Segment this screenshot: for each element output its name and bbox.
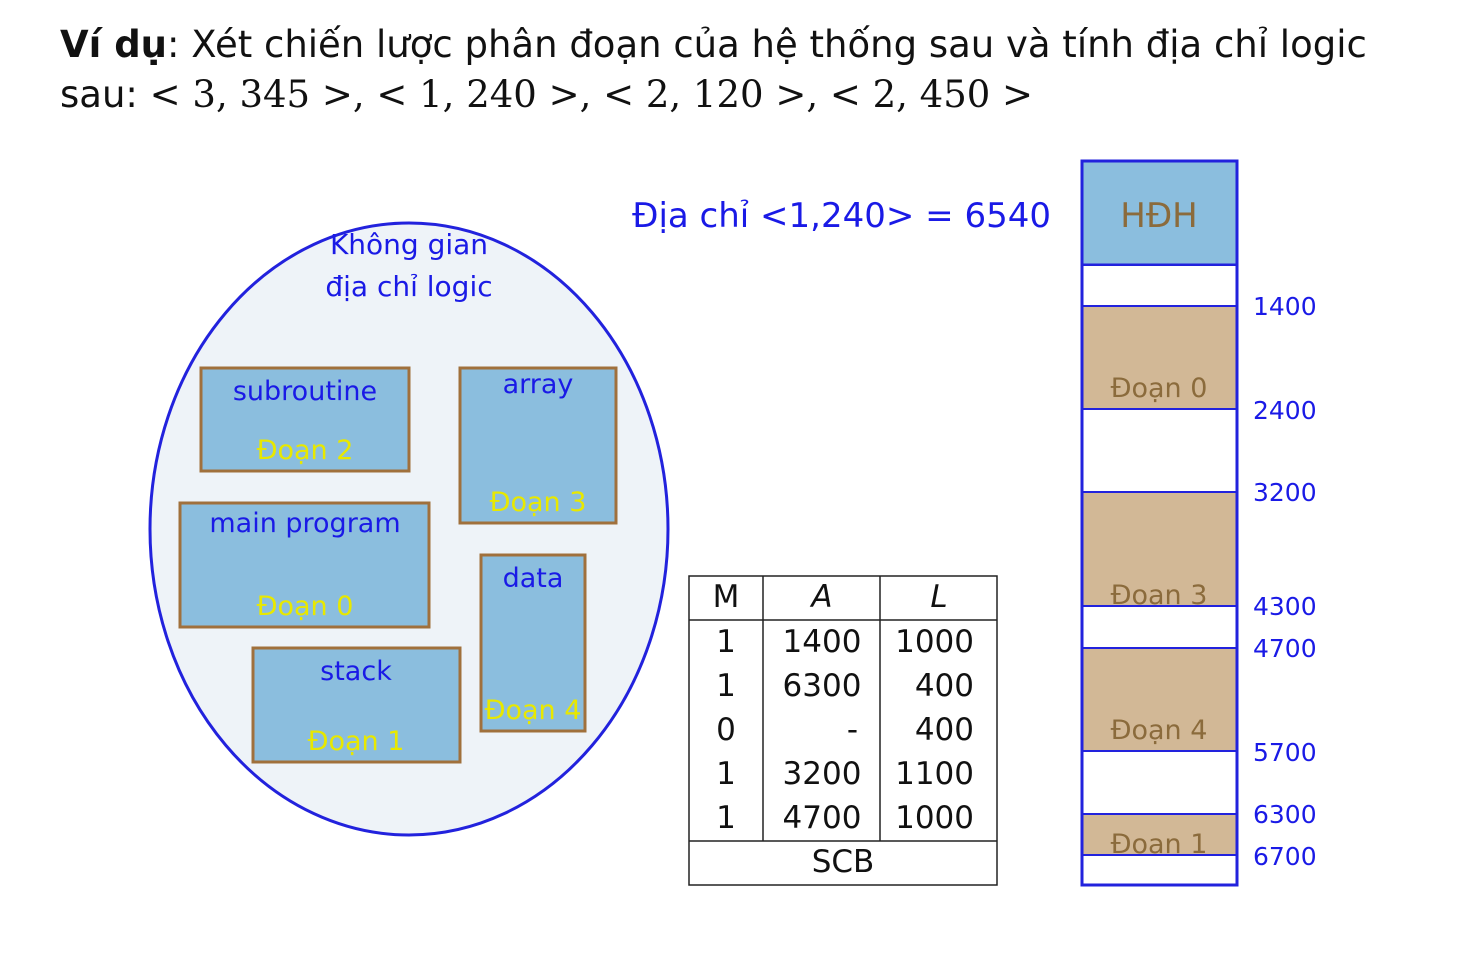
cell-m: 0 bbox=[716, 712, 736, 748]
memory-os-label: HĐH bbox=[1120, 196, 1197, 236]
segment-name: data bbox=[503, 563, 564, 594]
logical-space-title-2: địa chỉ logic bbox=[325, 270, 492, 303]
segment-label: Đoạn 3 bbox=[490, 487, 587, 518]
scb-caption: SCB bbox=[812, 844, 875, 880]
cell-l: 1100 bbox=[895, 756, 974, 792]
table-row: 1 1400 1000 bbox=[716, 624, 974, 660]
cell-l: 1000 bbox=[895, 800, 974, 836]
memory-segment-label: Đoạn 4 bbox=[1111, 715, 1208, 746]
memory-outline bbox=[1080, 159, 1239, 887]
cell-l: 400 bbox=[915, 668, 974, 704]
table-row: 1 6300 400 bbox=[716, 668, 974, 704]
memory-segment-label: Đoạn 0 bbox=[1111, 373, 1208, 404]
memory-address: 1400 bbox=[1253, 292, 1317, 321]
cell-a: - bbox=[847, 712, 858, 748]
cell-m: 1 bbox=[716, 800, 736, 836]
segment-label: Đoạn 0 bbox=[257, 591, 354, 622]
address-result: Địa chỉ <1,240> = 6540 bbox=[632, 196, 1051, 236]
memory-address: 3200 bbox=[1253, 478, 1317, 507]
segment-name: array bbox=[503, 369, 574, 400]
memory-address: 2400 bbox=[1253, 396, 1317, 425]
segment-name: main program bbox=[209, 508, 400, 539]
segment-array: array Đoạn 3 bbox=[458, 366, 618, 525]
heading-label: Ví dụ bbox=[60, 23, 168, 66]
cell-a: 3200 bbox=[783, 756, 862, 792]
table-row: 1 4700 1000 bbox=[716, 800, 974, 836]
scb-table: M A L 1 1400 1000 1 6300 400 0 - 400 1 3… bbox=[688, 575, 998, 886]
cell-m: 1 bbox=[716, 624, 736, 660]
memory-free-block bbox=[1081, 605, 1238, 649]
memory-segment-4 bbox=[1081, 647, 1238, 752]
cell-a: 6300 bbox=[783, 668, 862, 704]
segment-label: Đoạn 2 bbox=[257, 435, 354, 466]
segment-subroutine: subroutine Đoạn 2 bbox=[199, 366, 411, 473]
memory-free-block bbox=[1081, 750, 1238, 815]
scb-header-l: L bbox=[930, 579, 947, 615]
memory-segment-0 bbox=[1081, 305, 1238, 410]
cell-l: 1000 bbox=[895, 624, 974, 660]
memory-free-block bbox=[1081, 264, 1238, 307]
memory-segment-3 bbox=[1081, 491, 1238, 607]
cell-m: 1 bbox=[716, 668, 736, 704]
heading-prefix: sau: bbox=[60, 73, 150, 116]
cell-a: 4700 bbox=[783, 800, 862, 836]
cell-a: 1400 bbox=[783, 624, 862, 660]
heading-addresses: < 3, 345 >, < 1, 240 >, < 2, 120 >, < 2,… bbox=[149, 73, 1034, 116]
segment-name: stack bbox=[320, 656, 392, 687]
segment-name: subroutine bbox=[233, 376, 377, 407]
memory-address: 4700 bbox=[1253, 634, 1317, 663]
physical-memory: HĐH Đoạn 0 Đoạn 3 Đoạn 4 Đoạn 1 1400 240… bbox=[1080, 159, 1317, 887]
cell-m: 1 bbox=[716, 756, 736, 792]
segment-label: Đoạn 1 bbox=[308, 726, 405, 757]
table-row: 1 3200 1100 bbox=[716, 756, 974, 792]
memory-free-block bbox=[1081, 408, 1238, 493]
memory-address: 6300 bbox=[1253, 800, 1317, 829]
heading: Ví dụ: Xét chiến lược phân đoạn của hệ t… bbox=[60, 20, 1440, 120]
cell-l: 400 bbox=[915, 712, 974, 748]
memory-address: 6700 bbox=[1253, 842, 1317, 871]
memory-address: 5700 bbox=[1253, 738, 1317, 767]
segment-label: Đoạn 4 bbox=[485, 695, 582, 726]
logical-space-title-1: Không gian bbox=[330, 228, 488, 261]
memory-free-block bbox=[1081, 854, 1238, 886]
scb-header-m: M bbox=[713, 579, 740, 615]
heading-text: : Xét chiến lược phân đoạn của hệ thống … bbox=[167, 23, 1367, 66]
segment-stack: stack Đoạn 1 bbox=[251, 646, 462, 764]
memory-address: 4300 bbox=[1253, 592, 1317, 621]
table-row: 0 - 400 bbox=[716, 712, 974, 748]
segment-main-program: main program Đoạn 0 bbox=[178, 501, 431, 629]
scb-header-a: A bbox=[809, 579, 832, 615]
segment-data: data Đoạn 4 bbox=[479, 553, 587, 733]
